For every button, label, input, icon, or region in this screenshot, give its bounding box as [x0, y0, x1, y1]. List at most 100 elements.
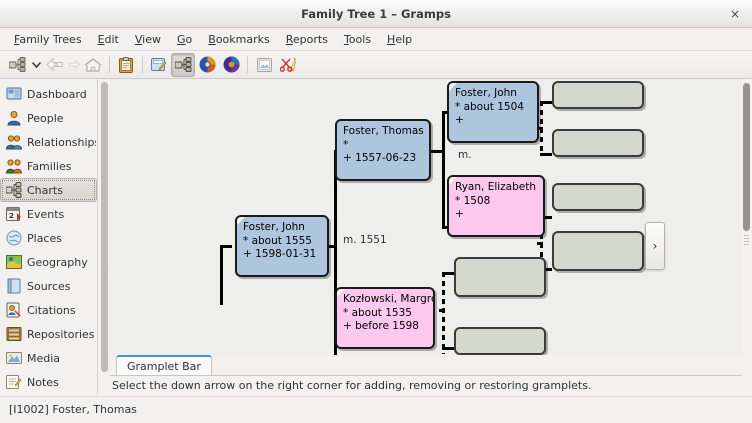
- sidebar-item-geography[interactable]: Geography: [0, 250, 97, 274]
- person-birth: *: [343, 138, 349, 151]
- people-icon: [6, 110, 22, 126]
- pedigree-chart-icon[interactable]: [171, 52, 195, 77]
- sidebar-item-families[interactable]: Families: [0, 154, 97, 178]
- person-birth: * about 1504: [455, 100, 524, 113]
- person-name: Foster, John: [243, 221, 305, 233]
- sidebar-item-notes[interactable]: Notes: [0, 370, 97, 394]
- sources-icon: [6, 278, 22, 294]
- menu-view[interactable]: View: [127, 30, 169, 49]
- connector-line: [220, 245, 223, 305]
- corner-fold-marker: [237, 217, 245, 225]
- home-icon[interactable]: [81, 53, 105, 77]
- connector-line: [540, 101, 552, 104]
- sidebar-item-label: Media: [27, 351, 61, 365]
- sidebar-scrollbar[interactable]: [99, 79, 110, 395]
- person-box-root[interactable]: Foster, John * about 1555 + 1598-01-31: [235, 215, 329, 277]
- families-icon: [5, 158, 23, 174]
- corner-fold-marker: [337, 289, 345, 297]
- person-name: Kozłowski, Margret: [343, 293, 435, 305]
- menu-label: iew: [142, 32, 161, 46]
- corner-fold-marker: [449, 177, 457, 185]
- person-death: +: [455, 208, 464, 220]
- sidebar-item-people[interactable]: People: [0, 106, 97, 130]
- scissors-icon[interactable]: [276, 53, 300, 77]
- sidebar-item-label: Places: [27, 231, 62, 245]
- menu-label: o: [185, 32, 193, 46]
- pedigree-chart-canvas[interactable]: Foster, John * about 1555 + 1598-01-31 F…: [110, 79, 741, 355]
- menu-tools[interactable]: Tools: [336, 30, 379, 49]
- person-box-grandfather[interactable]: Foster, John * about 1504 +: [447, 81, 539, 143]
- menu-help[interactable]: Help: [379, 30, 420, 49]
- close-icon[interactable]: ×: [729, 7, 741, 21]
- person-box-father[interactable]: Foster, Thomas * + 1557-06-23: [335, 119, 431, 181]
- connector-line: [442, 347, 454, 350]
- menu-bookmarks[interactable]: Bookmarks: [200, 30, 277, 49]
- menu-edit[interactable]: Edit: [90, 30, 127, 49]
- connector-line: [442, 111, 445, 229]
- family-trees-icon[interactable]: [5, 53, 29, 77]
- gramplet-bar: Gramplet Bar Select the down arrow on th…: [110, 355, 741, 395]
- person-box-mother[interactable]: Kozłowski, Margret * about 1535 + before…: [335, 287, 435, 349]
- connector-line: [220, 245, 232, 248]
- dashed-connector: [442, 272, 445, 354]
- main-scrollbar-thumb[interactable]: [743, 83, 750, 231]
- person-box-empty[interactable]: [454, 327, 546, 355]
- geography-icon: [6, 254, 22, 270]
- sidebar-item-places[interactable]: Places: [0, 226, 97, 250]
- menu-label: eports: [292, 32, 328, 46]
- toolbar: [0, 51, 752, 79]
- fan-chart-descendant-icon[interactable]: [219, 53, 243, 77]
- person-death: + before 1598: [343, 320, 419, 332]
- menu-mnemonic: V: [134, 32, 143, 46]
- sidebar-item-dashboard[interactable]: Dashboard: [0, 82, 97, 106]
- person-box-grandmother[interactable]: Ryan, Elizabeth * 1508 +: [447, 175, 545, 237]
- person-box-empty[interactable]: [552, 183, 644, 211]
- person-box-empty[interactable]: [552, 81, 644, 109]
- sidebar-grip-handle[interactable]: [102, 265, 107, 277]
- sidebar-item-relationships[interactable]: Relationships: [0, 130, 97, 154]
- charts-icon: [5, 182, 22, 198]
- fan-chart-icon[interactable]: [195, 53, 219, 77]
- sidebar-item-sources[interactable]: Sources: [0, 274, 97, 298]
- person-box-empty[interactable]: [552, 129, 644, 157]
- sidebar-item-label: People: [27, 111, 64, 125]
- chevron-down-icon[interactable]: [29, 53, 43, 77]
- sidebar-item-label: Events: [27, 207, 65, 221]
- marriage-label: m. 1551: [343, 234, 387, 246]
- scroll-right-button[interactable]: ›: [645, 222, 665, 270]
- sidebar-item-citations[interactable]: Citations: [0, 298, 97, 322]
- sidebar-item-repositories[interactable]: Repositories: [0, 322, 97, 346]
- main-scrollbar-vertical[interactable]: [741, 79, 752, 395]
- toolbar-separator: [247, 56, 248, 73]
- person-birth: * 1508: [455, 194, 491, 207]
- menu-go[interactable]: Go: [169, 30, 200, 49]
- sidebar-item-charts[interactable]: Charts: [0, 178, 97, 202]
- connector-line: [540, 153, 552, 156]
- sidebar-item-label: Sources: [27, 279, 71, 293]
- menu-reports[interactable]: Reports: [278, 30, 336, 49]
- person-box-empty[interactable]: [454, 257, 546, 297]
- person-death: + 1557-06-23: [343, 152, 417, 164]
- connector-line: [439, 309, 445, 312]
- media-icon: [252, 53, 276, 77]
- menu-mnemonic: R: [285, 32, 293, 46]
- main-grip-handle[interactable]: [744, 235, 749, 247]
- toolbar-separator: [142, 56, 143, 73]
- menu-label: elp: [395, 32, 413, 46]
- tab-gramplet-bar[interactable]: Gramplet Bar: [116, 355, 212, 375]
- back-arrow-icon: [43, 53, 67, 77]
- repositories-icon: [6, 326, 22, 342]
- sidebar-item-label: Citations: [27, 303, 76, 317]
- sidebar-item-media[interactable]: Media: [0, 346, 97, 370]
- sidebar-scrollbar-thumb[interactable]: [101, 82, 108, 372]
- clipboard-icon[interactable]: [114, 53, 138, 77]
- menu-family-trees[interactable]: Family Trees: [6, 30, 90, 49]
- sidebar-item-label: Geography: [27, 255, 88, 269]
- edit-person-icon[interactable]: [147, 53, 171, 77]
- relationships-icon: [5, 134, 23, 150]
- menu-mnemonic: F: [14, 32, 20, 46]
- person-box-empty[interactable]: [552, 231, 644, 271]
- menu-mnemonic: G: [177, 32, 186, 46]
